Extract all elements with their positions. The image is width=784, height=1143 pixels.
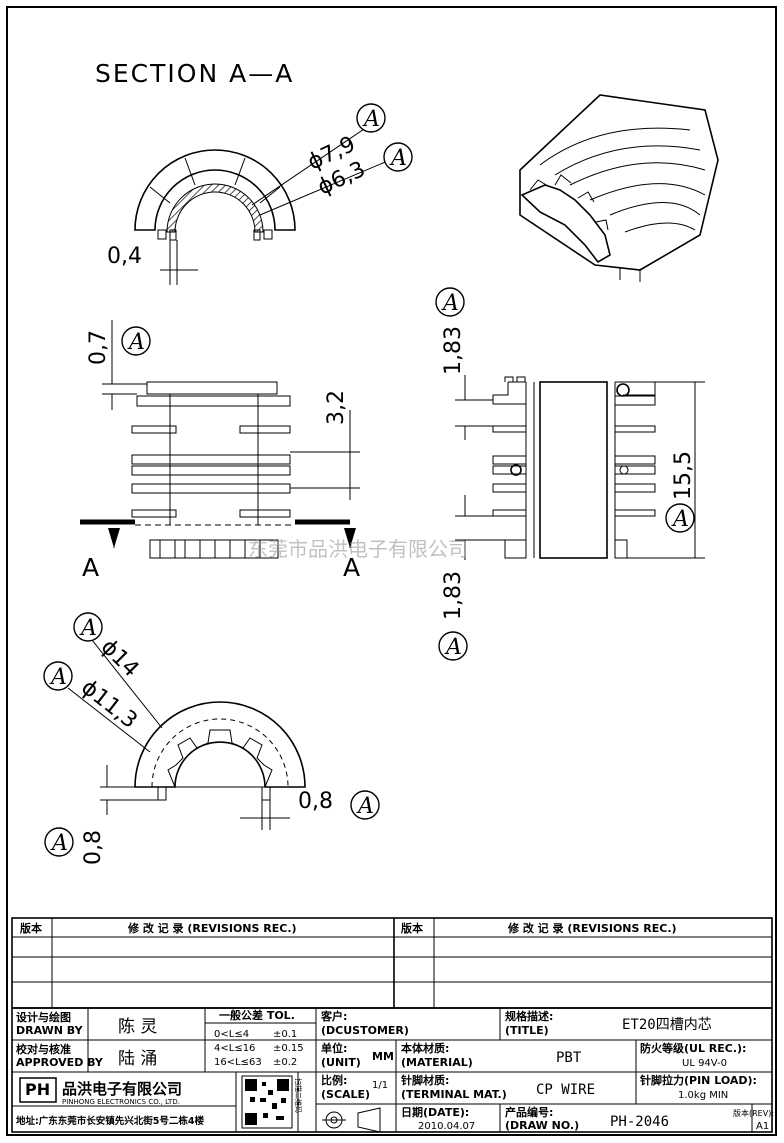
dim-pin-height: 0,8: [81, 830, 106, 865]
date-value: 2010.04.07: [418, 1121, 475, 1132]
qr-caption: 扫描二维码: [294, 1078, 303, 1113]
company-logo: PH: [25, 1080, 50, 1099]
designer-label: 设计与绘图: [16, 1010, 71, 1024]
scale-label-en: (SCALE): [321, 1088, 370, 1101]
terminal-label: 针脚材质:: [401, 1073, 449, 1087]
rev-header-record: 修 改 记 录 (REVISIONS REC.): [127, 921, 297, 935]
svg-text:A: A: [671, 507, 689, 532]
drawno-label-en: (DRAW NO.): [505, 1119, 579, 1132]
front-view: [80, 320, 360, 559]
tol-range-1: 0<L≤4: [214, 1029, 249, 1040]
rev-header-version: 版本: [20, 921, 42, 935]
ul-label: 防火等级(UL REC.):: [640, 1041, 746, 1055]
tol-range-2: 4<L≤16: [214, 1043, 255, 1054]
tol-mark-icon: A: [356, 103, 386, 133]
terminal-label-en: (TERMINAL MAT.): [401, 1088, 507, 1101]
dim-height: 15,5: [671, 451, 696, 500]
customer-label-en: (DCUSTOMER): [321, 1024, 409, 1037]
svg-text:A: A: [127, 330, 145, 355]
unit-label: 单位:: [321, 1041, 347, 1055]
tol-mark-icon: A: [43, 661, 73, 691]
company-name: 品洪电子有限公司: [62, 1080, 182, 1098]
unit-label-en: (UNIT): [321, 1056, 361, 1069]
section-title: SECTION A—A: [95, 59, 294, 88]
customer-label: 客户:: [320, 1009, 347, 1023]
tol-range-3: 16<L≤63: [214, 1057, 262, 1068]
dim-wall: 0,4: [107, 244, 142, 269]
terminal-value: CP WIRE: [536, 1082, 595, 1098]
date-label: 日期(DATE):: [401, 1105, 469, 1119]
pin-load-value: 1.0kg MIN: [678, 1090, 728, 1101]
tol-mark-icon: A: [121, 326, 151, 356]
tol-mark-icon: A: [350, 790, 380, 820]
svg-text:A: A: [356, 794, 374, 819]
drawno-value: PH-2046: [610, 1114, 669, 1130]
ul-value: UL 94V-0: [682, 1058, 727, 1069]
drawno-label: 产品编号:: [505, 1105, 553, 1119]
drawing-frame: [6, 6, 777, 1136]
tol-mark-icon: A: [383, 142, 413, 172]
watermark: 东莞市品洪电子有限公司: [248, 537, 468, 561]
material-label-en: (MATERIAL): [401, 1056, 473, 1069]
isometric-view: [519, 94, 719, 282]
unit-value: MM: [372, 1050, 394, 1063]
rev-value: A1: [756, 1121, 769, 1132]
scale-label: 比例:: [321, 1073, 347, 1087]
tol-mark-icon: A: [665, 503, 695, 533]
company-address: 地址:广东东莞市长安镇先兴北街5号二栋4楼: [16, 1115, 205, 1127]
rev-header-version-2: 版本: [401, 921, 423, 935]
rev-label: 版本(REV):: [733, 1108, 774, 1118]
svg-text:A: A: [49, 665, 67, 690]
company-name-en: PINHONG ELECTRONICS CO., LTD.: [62, 1098, 180, 1106]
tol-value-1: ±0.1: [273, 1029, 297, 1040]
dim-inner-dia-bottom: ϕ11,3: [76, 675, 141, 734]
tol-mark-icon: A: [44, 827, 74, 857]
tol-mark-icon: A: [438, 631, 468, 661]
svg-text:A: A: [441, 291, 459, 316]
section-mark-right: A: [343, 553, 362, 582]
designer-label-en: DRAWN BY: [16, 1024, 84, 1037]
pin-load-label: 针脚拉力(PIN LOAD):: [640, 1073, 757, 1087]
svg-text:A: A: [389, 146, 407, 171]
title-label-en: (TITLE): [505, 1024, 549, 1037]
section-view-top: [134, 124, 391, 285]
tol-value-3: ±0.2: [273, 1057, 297, 1068]
approver-name: 陆 涌: [118, 1049, 157, 1069]
dim-outer-dia-bottom: ϕ14: [96, 635, 144, 683]
title-label: 规格描述:: [505, 1009, 553, 1023]
section-mark-left: A: [82, 553, 101, 582]
bottom-view: [67, 634, 306, 830]
approver-label-en: APPROVED BY: [16, 1056, 104, 1069]
designer-name: 陈 灵: [118, 1017, 157, 1037]
tol-mark-icon: A: [73, 612, 103, 642]
dim-bottom-margin: 1,83: [441, 571, 466, 620]
svg-text:A: A: [79, 616, 97, 641]
tol-value-2: ±0.15: [273, 1043, 304, 1054]
title-block: [11, 1007, 773, 1133]
dim-top-margin: 1,83: [441, 326, 466, 375]
dim-pitch: 3,2: [324, 390, 349, 425]
svg-text:A: A: [50, 831, 68, 856]
dim-pin-width: 0,8: [298, 789, 333, 814]
svg-text:A: A: [444, 635, 462, 660]
tol-mark-icon: A: [435, 287, 465, 317]
material-label: 本体材质:: [401, 1041, 449, 1055]
svg-text:A: A: [362, 107, 380, 132]
side-view: [455, 375, 705, 560]
tol-title: 一般公差 TOL.: [219, 1008, 295, 1022]
rev-header-record-2: 修 改 记 录 (REVISIONS REC.): [507, 921, 677, 935]
approver-label: 校对与核准: [16, 1042, 71, 1056]
scale-value: 1/1: [372, 1080, 388, 1091]
title-value: ET20四槽内芯: [622, 1017, 712, 1033]
material-value: PBT: [556, 1050, 582, 1066]
dim-gap: 0,7: [86, 330, 111, 365]
